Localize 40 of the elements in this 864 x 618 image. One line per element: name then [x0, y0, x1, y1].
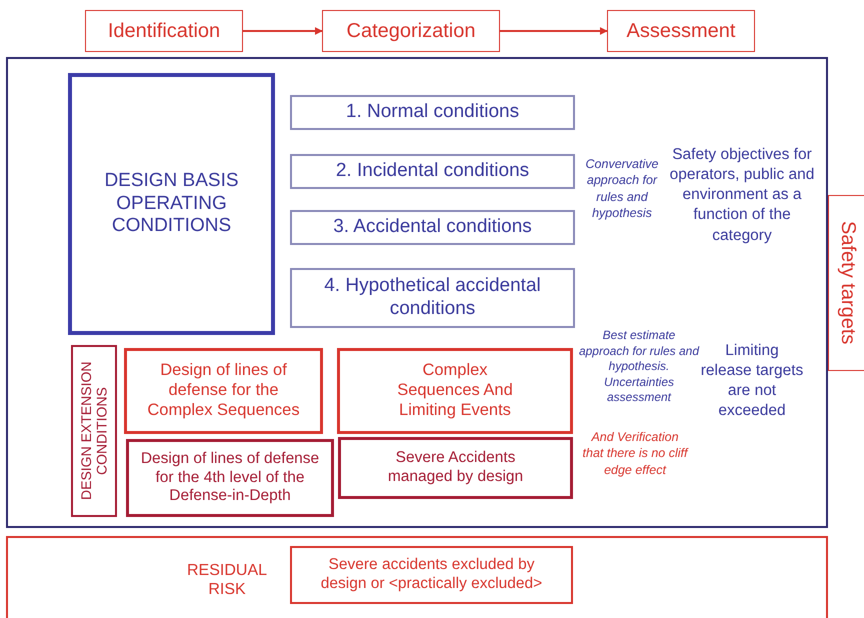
- box-label: Assessment: [626, 19, 736, 43]
- box-label: 3. Accidental conditions: [333, 216, 532, 239]
- condition-box: [290, 268, 575, 328]
- sequence-box: [338, 437, 573, 499]
- box-label: Categorization: [346, 19, 476, 43]
- note-text: Convervative approach for rules and hypothesis: [584, 156, 660, 221]
- box-label: 2. Incidental conditions: [336, 160, 530, 183]
- category-box: [68, 73, 275, 335]
- sequence-box: [337, 348, 573, 434]
- stage-box: [607, 10, 755, 52]
- arrow: [243, 27, 323, 35]
- condition-box: [290, 210, 575, 245]
- category-box: [71, 345, 117, 517]
- frame-box: [6, 57, 828, 528]
- defense-box: [124, 348, 323, 434]
- target-box: [828, 195, 864, 371]
- category-label: DESIGN EXTENSION CONDITIONS: [78, 360, 110, 502]
- note-text: Limiting release targets are not exceeded: [700, 341, 804, 422]
- box-label: Design of lines of defense for the Complex Sequences: [146, 361, 301, 421]
- risk-box: [6, 536, 828, 618]
- box-label: Complex Sequences And Limiting Events: [396, 361, 514, 421]
- box-label: 1. Normal conditions: [346, 101, 520, 124]
- category-label: Safety targets: [837, 221, 859, 345]
- box-label: DESIGN BASIS OPERATING CONDITIONS: [103, 170, 240, 238]
- defense-box: [126, 439, 334, 517]
- note-text: Best estimate approach for rules and hypothesis. Uncertainties assessment: [578, 328, 700, 406]
- box-label: Design of lines of defense for the 4th level of the Defense-in-Depth: [140, 450, 320, 506]
- box-label: Severe Accidents managed by design: [386, 449, 524, 487]
- condition-box: [290, 154, 575, 189]
- box-label: Identification: [108, 19, 220, 43]
- exclusion-box: [290, 546, 573, 604]
- note-text: Safety objectives for operators, public and environment as a function of the category: [668, 145, 816, 246]
- box-label: Severe accidents excluded by design or <practically excluded>: [320, 556, 544, 594]
- stage-box: [85, 10, 243, 52]
- arrow: [500, 27, 608, 35]
- box-label: 4. Hypothetical accidental conditions: [323, 275, 542, 321]
- risk-label: RESIDUAL RISK: [186, 560, 268, 600]
- stage-box: [322, 10, 500, 52]
- note-text: And Verification that there is no cliff edge effect: [582, 429, 690, 478]
- condition-box: [290, 95, 575, 130]
